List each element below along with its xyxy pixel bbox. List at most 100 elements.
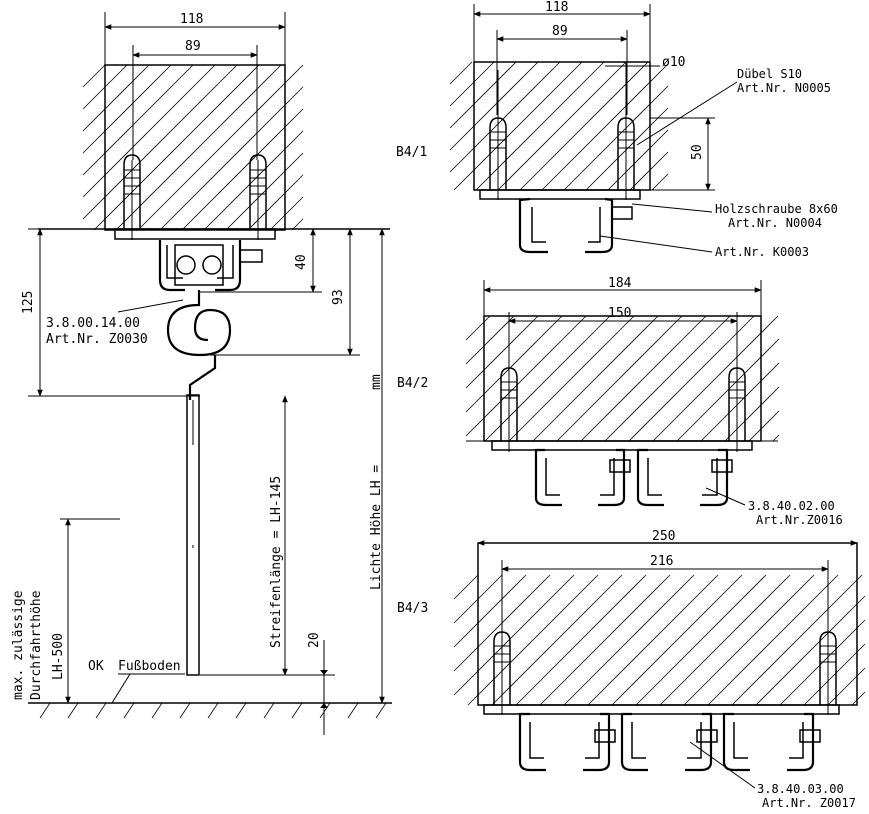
- left-clamp-screw: [239, 249, 263, 263]
- left-hook-bar: [188, 355, 217, 400]
- left-fussboden: Fußboden: [118, 659, 181, 674]
- b41-holz-2: Art.Nr. N0004: [728, 216, 822, 230]
- left-trolley-wheel: [202, 255, 222, 275]
- floor-hatch-line: [291, 702, 303, 719]
- hatch-line: [82, 64, 194, 176]
- hatch-line: [82, 64, 172, 154]
- b41-dowel: [617, 62, 635, 200]
- hatch-line: [629, 151, 669, 191]
- b41-holz-1: Holzschraube 8x60: [715, 202, 838, 216]
- floor-hatch-line: [151, 702, 163, 719]
- b41-duebel-leader: [636, 81, 738, 146]
- floor-hatch-line: [235, 702, 247, 719]
- b42-dim-overall: 184: [608, 276, 632, 291]
- hatch-line: [611, 574, 743, 706]
- hatch-line: [772, 434, 780, 442]
- hatch-line: [652, 315, 779, 442]
- hatch-line: [475, 61, 605, 191]
- hatch-line: [82, 64, 106, 88]
- b41-dowel: [489, 70, 507, 200]
- b42-rail: [636, 448, 729, 507]
- hatch-line: [683, 574, 815, 706]
- b42-dowel: [728, 330, 746, 452]
- floor-hatch-line: [95, 702, 107, 719]
- left-ok: OK: [88, 659, 104, 674]
- b42-view: B4/2 184 150 3.8.40.02.00 Art.Nr: [397, 276, 843, 527]
- hatch-line: [497, 61, 627, 191]
- left-ceiling-hatch: [82, 64, 304, 231]
- hatch-line: [508, 315, 635, 442]
- b43-part-2: Art.Nr. Z0017: [762, 796, 856, 810]
- hatch-line: [563, 574, 695, 706]
- b43-dim-overall: 250: [652, 529, 675, 544]
- hatch-line: [82, 64, 128, 110]
- hatch-line: [449, 61, 473, 85]
- b41-dim-overall: 118: [545, 0, 568, 15]
- floor-hatch-line: [179, 702, 191, 719]
- b43-dowel: [493, 575, 511, 715]
- left-lichte-hoehe: Lichte Höhe LH =: [369, 465, 384, 590]
- b43-view: B4/3 250 216 3.8.40.03.00 Art.Nr: [397, 529, 866, 810]
- hatch-line: [556, 315, 683, 442]
- b41-k0003-leader: [599, 235, 713, 253]
- hatch-line: [115, 64, 282, 231]
- b42-hatch: [465, 315, 780, 442]
- b41-clamp-screw: [611, 206, 633, 220]
- hatch-line: [755, 595, 866, 706]
- left-dim-20: 20: [307, 632, 322, 648]
- hatch-line: [651, 173, 669, 191]
- left-dim-40: 40: [294, 254, 309, 270]
- floor-hatch-line: [39, 702, 51, 719]
- left-view: 118 89: [11, 12, 392, 735]
- left-fussboden-leader: [111, 673, 131, 704]
- left-leader: [117, 299, 184, 313]
- hatch-line: [607, 129, 669, 191]
- b43-rail-inner: [733, 722, 804, 759]
- hatch-line: [659, 574, 791, 706]
- hatch-line: [515, 574, 647, 706]
- left-ceiling-block: [104, 64, 286, 231]
- b42-rail-inner: [545, 458, 615, 496]
- hatch-line: [539, 574, 671, 706]
- hatch-line: [93, 64, 260, 231]
- left-trolley-wheel: [176, 255, 196, 275]
- left-floor-hatch: [39, 702, 387, 719]
- floor-hatch-line: [207, 702, 219, 719]
- b43-rail: [620, 712, 713, 772]
- hatch-line: [563, 85, 669, 191]
- hatch-line: [449, 61, 495, 107]
- b41-dim-inner: 89: [552, 24, 568, 39]
- b43-dim-inner: 216: [650, 554, 673, 569]
- hatch-line: [748, 410, 780, 442]
- b43-mount-plate: [483, 704, 840, 715]
- hatch-line: [803, 643, 866, 706]
- hatch-line: [484, 315, 611, 442]
- hatch-line: [465, 315, 563, 413]
- hatch-line: [635, 574, 767, 706]
- left-dim-mm: mm: [369, 374, 384, 390]
- floor-hatch-line: [123, 702, 135, 719]
- b43-dowel: [819, 575, 837, 715]
- hatch-line: [137, 64, 304, 231]
- b42-rail: [534, 448, 626, 507]
- b43-leader: [689, 741, 756, 789]
- floor-hatch-line: [67, 702, 79, 719]
- floor-hatch-line: [263, 702, 275, 719]
- b42-rail-inner: [647, 458, 718, 496]
- b42-dowel: [500, 330, 518, 452]
- hatch-line: [453, 574, 575, 696]
- hatch-line: [449, 61, 517, 129]
- hatch-line: [82, 64, 216, 198]
- hatch-line: [519, 61, 649, 191]
- b43-clamp-screw: [594, 729, 616, 743]
- left-max-label-1: max. zulässige: [11, 590, 26, 700]
- b42-part-1: 3.8.40.02.00: [748, 499, 835, 513]
- hatch-line: [491, 574, 623, 706]
- left-part-label-2: Art.Nr. Z0030: [46, 332, 148, 347]
- hatch-line: [269, 196, 304, 231]
- hatch-line: [707, 574, 839, 706]
- left-max-label-3: LH-500: [51, 633, 66, 680]
- hatch-line: [453, 574, 479, 600]
- b42-id: B4/2: [397, 376, 428, 391]
